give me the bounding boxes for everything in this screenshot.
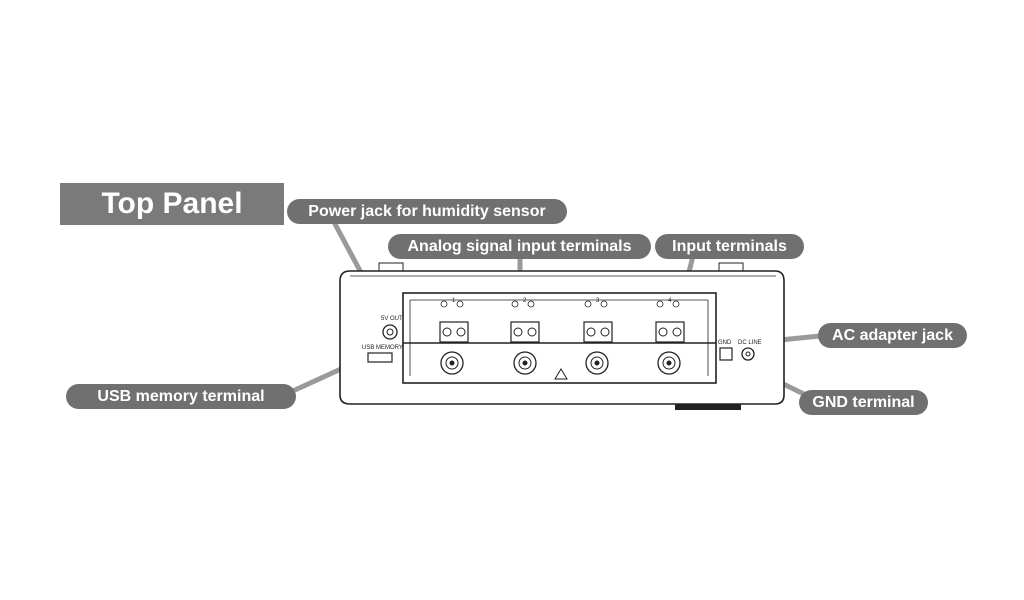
screw-terminal-ch4 [655, 300, 685, 343]
callout-power-jack: Power jack for humidity sensor [287, 199, 567, 224]
bnc-connector-ch2 [513, 351, 537, 375]
channel-4-label: 4 [668, 298, 672, 304]
bnc-connector-ch1 [440, 351, 464, 375]
callout-ac-adapter: AC adapter jack [818, 323, 967, 348]
screw-terminal-ch2 [510, 300, 540, 343]
channel-2-label: 2 [523, 298, 527, 304]
bnc-connector-ch3 [585, 351, 609, 375]
channel-1-label: 1 [452, 298, 456, 304]
callout-gnd: GND terminal [799, 390, 928, 415]
gnd-terminal [719, 347, 733, 361]
power-jack-5v [382, 324, 398, 340]
ac-adapter-jack [741, 347, 755, 361]
callout-usb-memory: USB memory terminal [66, 384, 296, 409]
screw-terminal-ch3 [583, 300, 613, 343]
gnd-label: GND [718, 340, 732, 346]
dc-line-label: DC LINE [738, 340, 762, 346]
usb-memory-label: USB MEMORY [362, 345, 403, 351]
screw-terminal-ch1 [439, 300, 469, 343]
five-v-out-label: 5V OUT [381, 316, 403, 322]
channel-3-label: 3 [596, 298, 600, 304]
page-title: Top Panel [60, 183, 284, 225]
bnc-connectors [440, 351, 681, 375]
callout-analog-inputs: Analog signal input terminals [388, 234, 651, 259]
usb-memory-slot [367, 352, 393, 363]
bnc-connector-ch4 [657, 351, 681, 375]
warning-triangle-icon [554, 368, 568, 380]
callout-input-terminals: Input terminals [655, 234, 804, 259]
